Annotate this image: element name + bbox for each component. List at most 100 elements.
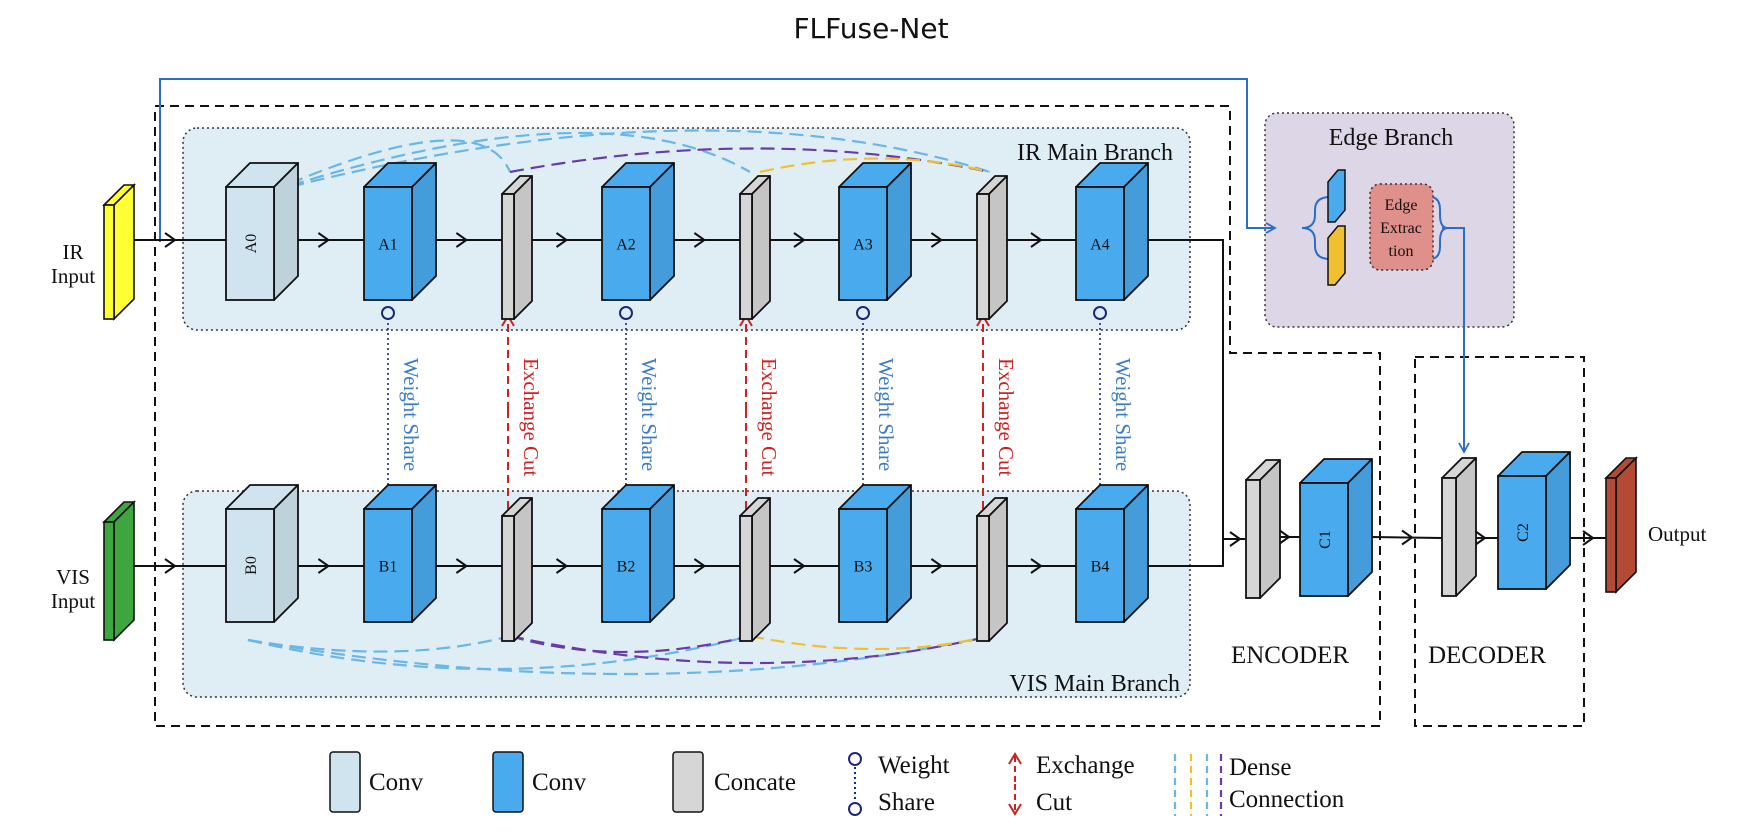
- ir-input-label-line1: IR: [63, 240, 84, 264]
- ir-concat-3: [976, 175, 1008, 320]
- flow-arrowhead: [693, 558, 707, 574]
- exchange-cut-label: Exchange Cut: [994, 358, 1018, 477]
- diagram-title: FLFuse-Net: [793, 12, 948, 45]
- ir-main-branch-label: IR Main Branch: [1017, 140, 1173, 166]
- block-a3-label: A3: [853, 237, 873, 254]
- block-b0: B0: [225, 484, 299, 623]
- vis-input-plate: [102, 500, 136, 642]
- dense-link: [749, 634, 991, 651]
- flow-arrowhead: [455, 558, 469, 574]
- weight-share-label: Weight Share: [637, 358, 661, 471]
- a4-to-encoder-line: [1124, 239, 1245, 540]
- dense-link: [509, 147, 991, 174]
- legend-exchange-label-1: Exchange: [1036, 752, 1135, 779]
- vis-input-label-line1: VIS: [56, 565, 90, 589]
- legend-conv-blue-label: Conv: [532, 769, 587, 796]
- legend-concate-swatch: [672, 751, 704, 813]
- output-plate: [1604, 456, 1638, 594]
- block-b3-label: B3: [854, 559, 873, 576]
- encoder-in-arrowhead: [1229, 531, 1242, 547]
- dense-link: [247, 634, 751, 671]
- dense-link: [247, 634, 991, 676]
- vis-input-label-line2: Input: [51, 589, 95, 613]
- b4-to-encoder-line: [1124, 539, 1224, 567]
- flow-arrowhead: [317, 232, 331, 248]
- ir-input-plate: [102, 183, 136, 321]
- block-a4: A4: [1075, 162, 1149, 301]
- block-c2-label: C2: [1515, 523, 1532, 542]
- vis-main-branch-label: VIS Main Branch: [1009, 671, 1180, 697]
- legend-conv-light-swatch: [329, 751, 361, 813]
- edge-bracket-left: [1301, 196, 1331, 260]
- dense-link: [509, 634, 751, 654]
- weight-share-dot: [856, 306, 870, 320]
- flow-lines: [124, 232, 1606, 574]
- vis-concat-2: [739, 497, 771, 642]
- block-b1-label: B1: [379, 559, 398, 576]
- fusion-arrowhead: [1474, 530, 1487, 546]
- edge-to-decoder-line: [1442, 227, 1470, 454]
- flow-arrowhead: [793, 558, 806, 574]
- fusion-flow-line: [1371, 536, 1443, 539]
- legend-exchange-label-2: Cut: [1036, 789, 1072, 816]
- flow-arrowhead: [317, 558, 331, 574]
- block-b2-label: B2: [617, 559, 636, 576]
- edge-extraction-box: [1369, 183, 1434, 271]
- flow-arrowhead: [793, 232, 806, 248]
- weight-share-label: Weight Share: [874, 358, 898, 471]
- vis-dense-connections: [247, 634, 991, 676]
- encoder-label: ENCODER: [1231, 642, 1349, 669]
- edge-blue-plate: [1327, 169, 1346, 223]
- legend-dense-label-2: Connection: [1229, 786, 1345, 813]
- edge-branch-internals: Edge Extrac tion: [1301, 169, 1449, 286]
- block-a2: A2: [601, 162, 675, 301]
- block-a0: A0: [225, 162, 299, 301]
- vis-concat-1: [501, 497, 533, 642]
- input-arrowhead: [164, 232, 177, 248]
- encoder-region: [154, 105, 1381, 727]
- weight-share-label: Weight Share: [1111, 358, 1135, 471]
- legend-conv-blue-swatch: [492, 751, 524, 813]
- input-arrowhead: [164, 558, 177, 574]
- dense-link: [247, 634, 511, 653]
- ir-input-label-line2: Input: [51, 264, 95, 288]
- edge-bracket-right: [1429, 196, 1449, 260]
- flow-arrowhead: [930, 558, 944, 574]
- block-a1: A1: [363, 162, 437, 301]
- block-c2: C2: [1497, 451, 1571, 590]
- block-b2: B2: [601, 484, 675, 623]
- block-c1: C1: [1299, 458, 1373, 597]
- legend-weight-dot-top: [848, 752, 862, 766]
- decoder-label: DECODER: [1428, 642, 1546, 669]
- legend-weight-label-1: Weight: [878, 752, 950, 779]
- output-label: Output: [1648, 522, 1707, 546]
- flow-arrowhead: [693, 232, 707, 248]
- decoder-concat: [1441, 457, 1477, 597]
- dense-link: [269, 139, 512, 194]
- fusion-arrowhead: [1278, 529, 1291, 545]
- edge-skip-connections: [159, 78, 1470, 454]
- block-a3: A3: [838, 162, 912, 301]
- edge-extraction-line3: tion: [1389, 243, 1414, 260]
- ir-concat-1: [501, 175, 533, 320]
- weight-share-label: Weight Share: [399, 358, 423, 471]
- block-a4-label: A4: [1090, 237, 1110, 254]
- block-b1: B1: [363, 484, 437, 623]
- flow-arrowhead: [1030, 558, 1043, 574]
- fusion-arrowhead: [1401, 529, 1414, 546]
- block-b4-label: B4: [1091, 559, 1110, 576]
- decoder-region: [1414, 356, 1585, 727]
- edge-branch-label: Edge Branch: [1329, 125, 1454, 151]
- block-b0-label: B0: [243, 556, 260, 575]
- flow-arrowhead: [555, 558, 569, 574]
- block-c1-label: C1: [1317, 530, 1334, 549]
- legend-dense-label-1: Dense: [1229, 754, 1291, 781]
- weight-share-dot: [619, 306, 633, 320]
- ir-concat-2: [739, 175, 771, 320]
- legend-concate-label: Concate: [714, 769, 796, 796]
- dense-link: [509, 634, 991, 665]
- block-a2-label: A2: [616, 237, 636, 254]
- legend-dense-lines: [1173, 754, 1223, 816]
- encoder-concat: [1245, 459, 1281, 599]
- cross-branch-links: Weight Share Weight Share Weight Share Weig…: [381, 306, 1135, 532]
